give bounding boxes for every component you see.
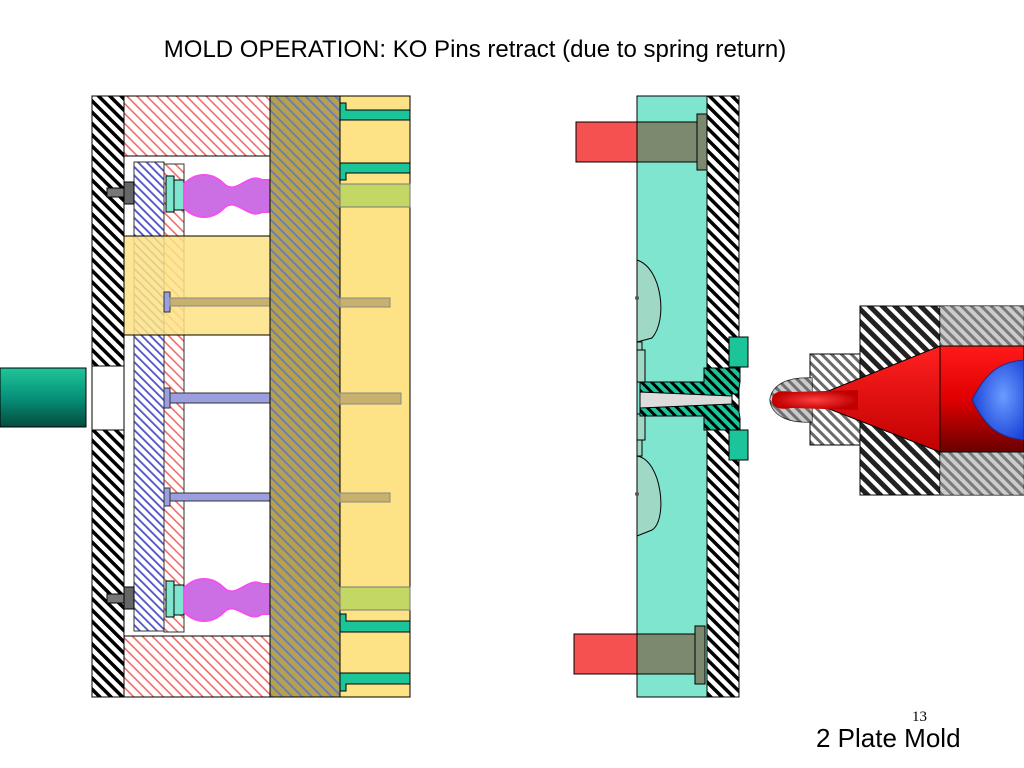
ejector-pin-3-tip (339, 492, 391, 503)
ejector-pin-2-tip (339, 392, 402, 405)
guide-pin-bottom-head (694, 625, 706, 685)
cavity-lower (636, 455, 662, 537)
stop-pin-bottom (106, 593, 127, 604)
core-plate-face (123, 235, 271, 336)
stop-pin-top (106, 187, 127, 198)
slide-title: MOLD OPERATION: KO Pins retract (due to … (163, 36, 787, 63)
nozzle-cone (804, 345, 941, 453)
stop-pin-top-head (123, 181, 135, 205)
locating-ring-bottom (728, 429, 749, 461)
ejector-pin-3-head (163, 487, 171, 507)
stop-pin-bottom-head (123, 586, 135, 610)
ejector-pin-1-tip (339, 297, 391, 308)
guide-bushing-3 (339, 613, 411, 633)
guide-pin-top-overlap (636, 121, 698, 163)
slide-number: 13 (912, 709, 927, 725)
knockout-hole (91, 365, 125, 431)
sprue-channel (639, 391, 733, 409)
ejector-pin-1 (169, 297, 271, 307)
nozzle-melt (772, 390, 858, 410)
locating-ring-top (728, 336, 749, 368)
fixed-half (573, 95, 749, 698)
guide-pin-bottom (339, 586, 411, 611)
return-pin-washer-bottom (173, 584, 185, 616)
guide-bushing-2 (339, 162, 411, 181)
guide-pin-bottom-red (573, 633, 638, 675)
ejector-half (0, 95, 411, 698)
guide-bushing-1 (339, 102, 411, 121)
return-pin-head-top (165, 175, 175, 213)
footer-label: 2 Plate Mold (816, 723, 961, 753)
return-pin-washer-top (173, 179, 185, 211)
ejector-plate (133, 161, 165, 632)
spacer-block-top (123, 95, 271, 157)
guide-pin-top-head (696, 113, 708, 171)
support-plate (269, 95, 341, 698)
ejector-pin-3 (169, 492, 271, 502)
guide-pin-top (339, 183, 411, 208)
return-pin-head-bottom (165, 580, 175, 618)
knockout-rod (0, 367, 87, 428)
guide-pin-bottom-overlap (636, 633, 696, 675)
screw-tip (971, 359, 1024, 441)
cavity-upper (636, 259, 662, 343)
guide-bushing-4 (339, 672, 411, 692)
cavity-upper-gate (635, 296, 639, 300)
ejector-pin-2-head (163, 387, 171, 409)
spacer-block-bottom (123, 635, 271, 698)
injection-unit (769, 305, 1024, 496)
guide-pin-top-red (575, 121, 638, 163)
ejector-pin-1-head (163, 291, 171, 313)
ejector-pin-2 (169, 392, 271, 404)
cavity-lower-gate (635, 492, 639, 496)
